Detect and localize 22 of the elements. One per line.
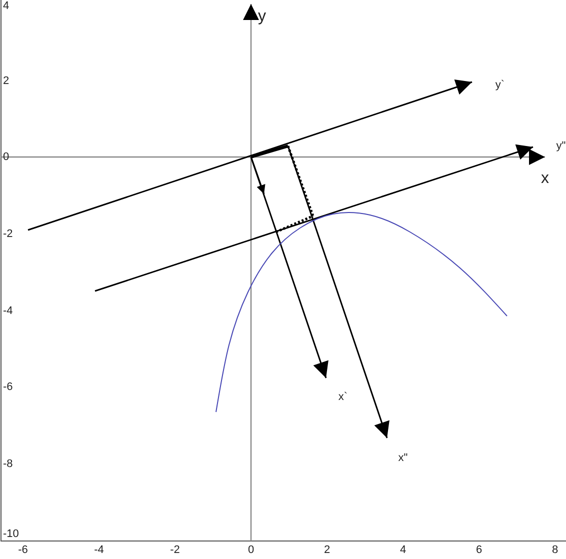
axis-label: x" (398, 452, 408, 464)
axis-label: x` (338, 392, 348, 402)
tick-label: 4 (3, 1, 10, 12)
tick-label: -4 (94, 544, 104, 556)
tick-label: 4 (400, 544, 406, 556)
axis-label: x (541, 171, 549, 187)
axis-label: y (258, 9, 266, 25)
tick-label: -4 (3, 306, 13, 316)
tick-label: -8 (3, 458, 13, 470)
tick-label: 8 (552, 544, 558, 556)
axis-label: y` (495, 80, 505, 90)
tick-label: 0 (3, 152, 10, 162)
tick-label: -2 (3, 228, 13, 240)
tick-label: -6 (3, 382, 13, 392)
tick-label: 0 (248, 544, 254, 556)
tick-label: -6 (18, 544, 28, 556)
axis-label: y" (556, 140, 566, 152)
tick-label: -10 (3, 529, 19, 540)
tick-label: 2 (3, 76, 10, 86)
tick-label: 6 (476, 544, 482, 556)
tick-label: -2 (170, 544, 180, 556)
tick-label: 2 (324, 544, 330, 556)
